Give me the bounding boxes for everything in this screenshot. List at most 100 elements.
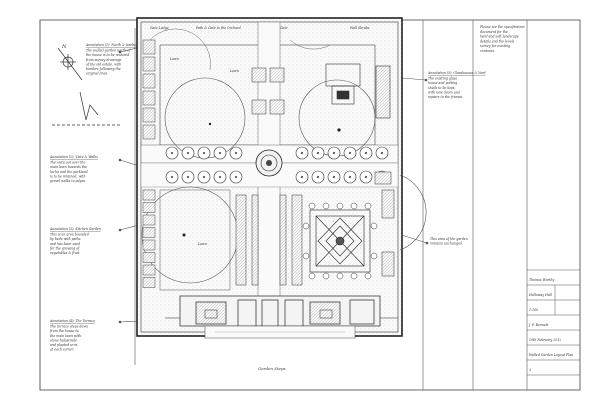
border-bed — [142, 73, 156, 89]
annotation-line: This area of the garden — [430, 237, 468, 241]
tree-trunk — [203, 176, 205, 178]
shrub-symbol — [364, 272, 372, 280]
tree-trunk — [171, 176, 173, 178]
annotation-line: and has been used — [50, 242, 80, 246]
tree-row-upper — [165, 146, 389, 160]
title-block-text: Thomas Worthy Halloway Hall 1:100 J. P. … — [528, 278, 573, 372]
annotation-line: The existing glass — [428, 77, 457, 81]
label-lawn-upper-left: Lawn — [169, 57, 179, 61]
note-line: Please see the specification — [479, 25, 525, 29]
annotation-line: at each corner. — [50, 348, 74, 352]
tree-trunk — [301, 176, 303, 178]
annotation-line: The walled garden north of — [86, 49, 131, 53]
shrub-symbol — [336, 272, 344, 280]
note-line: survey for existing — [480, 44, 510, 48]
annotation-line: the house is to be restored — [86, 53, 129, 57]
label-gate-lodge: Gate Lodge — [150, 26, 169, 30]
title-block-date: 19th February 2012 — [529, 338, 561, 342]
annotation-title: Annotation (4): The Terrace — [49, 319, 95, 323]
tree-trunk — [333, 152, 335, 154]
tree-trunk — [349, 176, 351, 178]
annotation-line: is to be retained, with — [50, 174, 86, 178]
tree-trunk — [187, 152, 189, 154]
left-annotation-column — [39, 20, 136, 390]
shrub-symbol — [308, 202, 316, 210]
tree-trunk — [381, 152, 383, 154]
shrub-symbol — [370, 252, 378, 260]
right-annotation-column — [422, 20, 580, 390]
tree-trunk — [365, 152, 367, 154]
annotation-title: Annotation (3): Kitchen Garden — [49, 227, 101, 231]
title-block-scale: 1:100 — [529, 308, 538, 312]
annotation-line: gravel walks to edges. — [50, 179, 86, 183]
border-bed — [142, 39, 156, 55]
border-bed — [142, 264, 156, 276]
shrub-symbol — [364, 202, 372, 210]
border-bed — [142, 252, 156, 263]
tree-trunk — [301, 152, 303, 154]
knot-garden-shrubs — [302, 202, 378, 280]
annotation-line: of the old estate, with — [86, 62, 121, 66]
annotation-title: Annotation (5): Glasshouses & Yard — [427, 71, 486, 75]
tree-trunk — [365, 176, 367, 178]
tree-trunk — [171, 152, 173, 154]
border-bed — [142, 239, 156, 251]
tree-trunk — [235, 176, 237, 178]
note-line: contours. — [480, 49, 495, 53]
annotation-line: with new doors and — [428, 90, 460, 94]
annotation-line: from the house to — [49, 329, 79, 333]
annotation-line: stone balustrade — [50, 338, 77, 342]
annotation-line: The terrace steps down — [50, 325, 88, 329]
tree-trunk — [349, 152, 351, 154]
border-bed — [142, 277, 156, 288]
shrub-symbol — [322, 202, 330, 210]
tree-trunk — [317, 152, 319, 154]
title-block-title: Walled Garden Layout Plan — [529, 353, 573, 357]
border-bed — [142, 56, 156, 72]
shrub-symbol — [350, 202, 358, 210]
shrub-symbol — [308, 272, 316, 280]
annotation-line: original lines. — [86, 72, 108, 76]
shrub-symbol — [370, 222, 378, 230]
label-lawn-upper-center: Lawn — [229, 69, 239, 73]
annotation-line: for the growing of — [49, 246, 80, 250]
shrub-symbol — [302, 252, 310, 260]
note-line: hard and soft landscape — [480, 35, 519, 39]
tree-trunk — [219, 152, 221, 154]
annotation-line: and planted urns — [50, 343, 78, 347]
annotation-line: by beds with paths — [50, 237, 81, 241]
annotation-line: sheds to be kept, — [428, 86, 456, 90]
annotation-line: house and potting — [428, 81, 457, 85]
tree-trunk — [317, 176, 319, 178]
left-border-beds — [142, 39, 156, 288]
annotation-line: vegetables & fruit. — [50, 251, 80, 255]
shrub-symbol — [336, 202, 344, 210]
border-bed — [142, 214, 156, 226]
annotation-line: the main lawn with — [50, 334, 81, 338]
title-block-project: Thomas Worthy — [529, 278, 555, 282]
north-label: N — [61, 44, 67, 50]
annotation-title: Annotation (2): Vista & Walks — [49, 155, 98, 159]
border-bed — [142, 202, 156, 213]
north-arrow-icon — [52, 47, 120, 126]
tree-trunk — [333, 176, 335, 178]
annotation-line: This is an area bounded — [50, 233, 89, 237]
plan-labels: Gate Lodge Path & Gate to the Orchard Ga… — [150, 26, 370, 371]
annotation-line: The vista out over the — [50, 161, 85, 165]
border-bed — [142, 124, 156, 140]
shrub-symbol — [350, 272, 358, 280]
annotation-title: Annotation (1): North & landscape — [85, 43, 142, 47]
label-orchard-path: Path & Gate to the Orchard — [195, 26, 241, 30]
tree-trunk — [187, 176, 189, 178]
title-block-drawn: J. P. Bennett — [528, 323, 549, 327]
annotation-line: remains unchanged. — [430, 242, 463, 246]
border-bed — [142, 227, 156, 238]
label-lawn-lower-left: Lawn — [197, 242, 207, 246]
